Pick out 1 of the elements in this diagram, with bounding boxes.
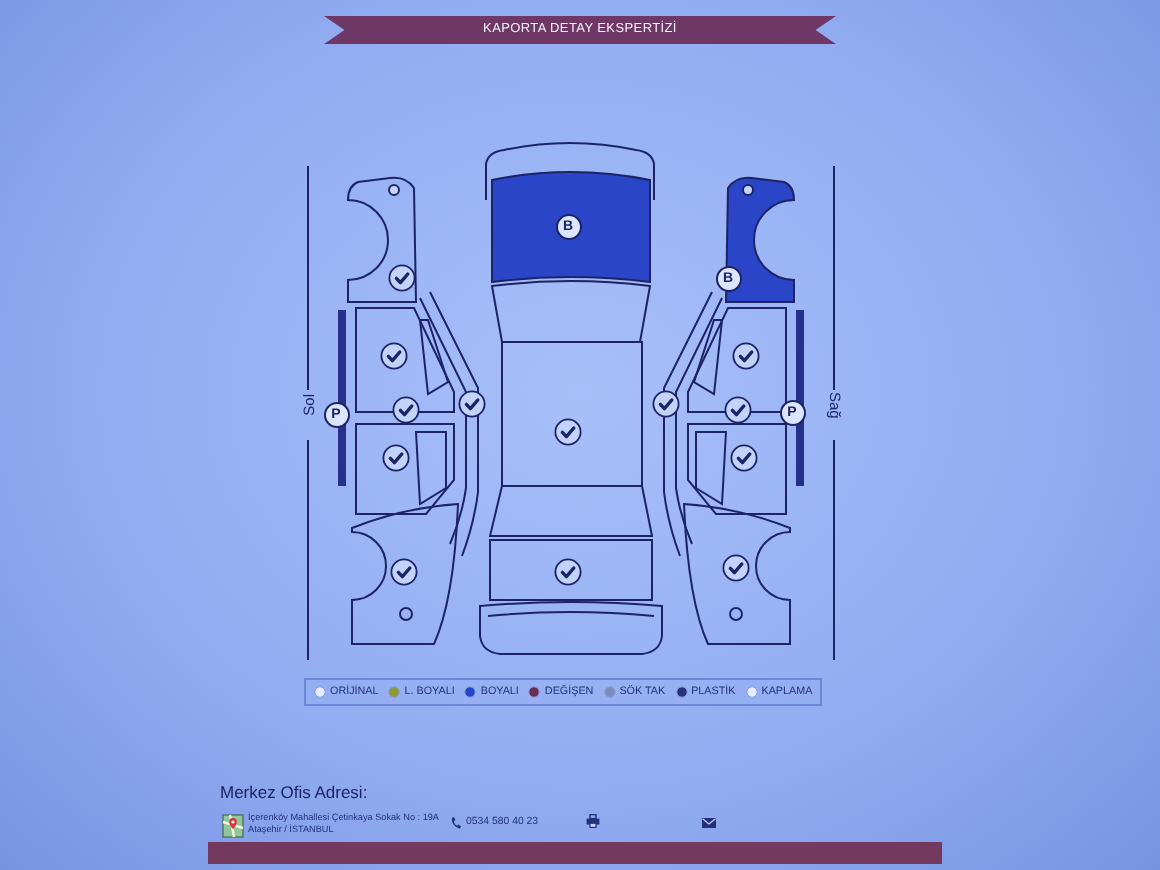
address-heading: Merkez Ofis Adresi: <box>220 782 368 802</box>
